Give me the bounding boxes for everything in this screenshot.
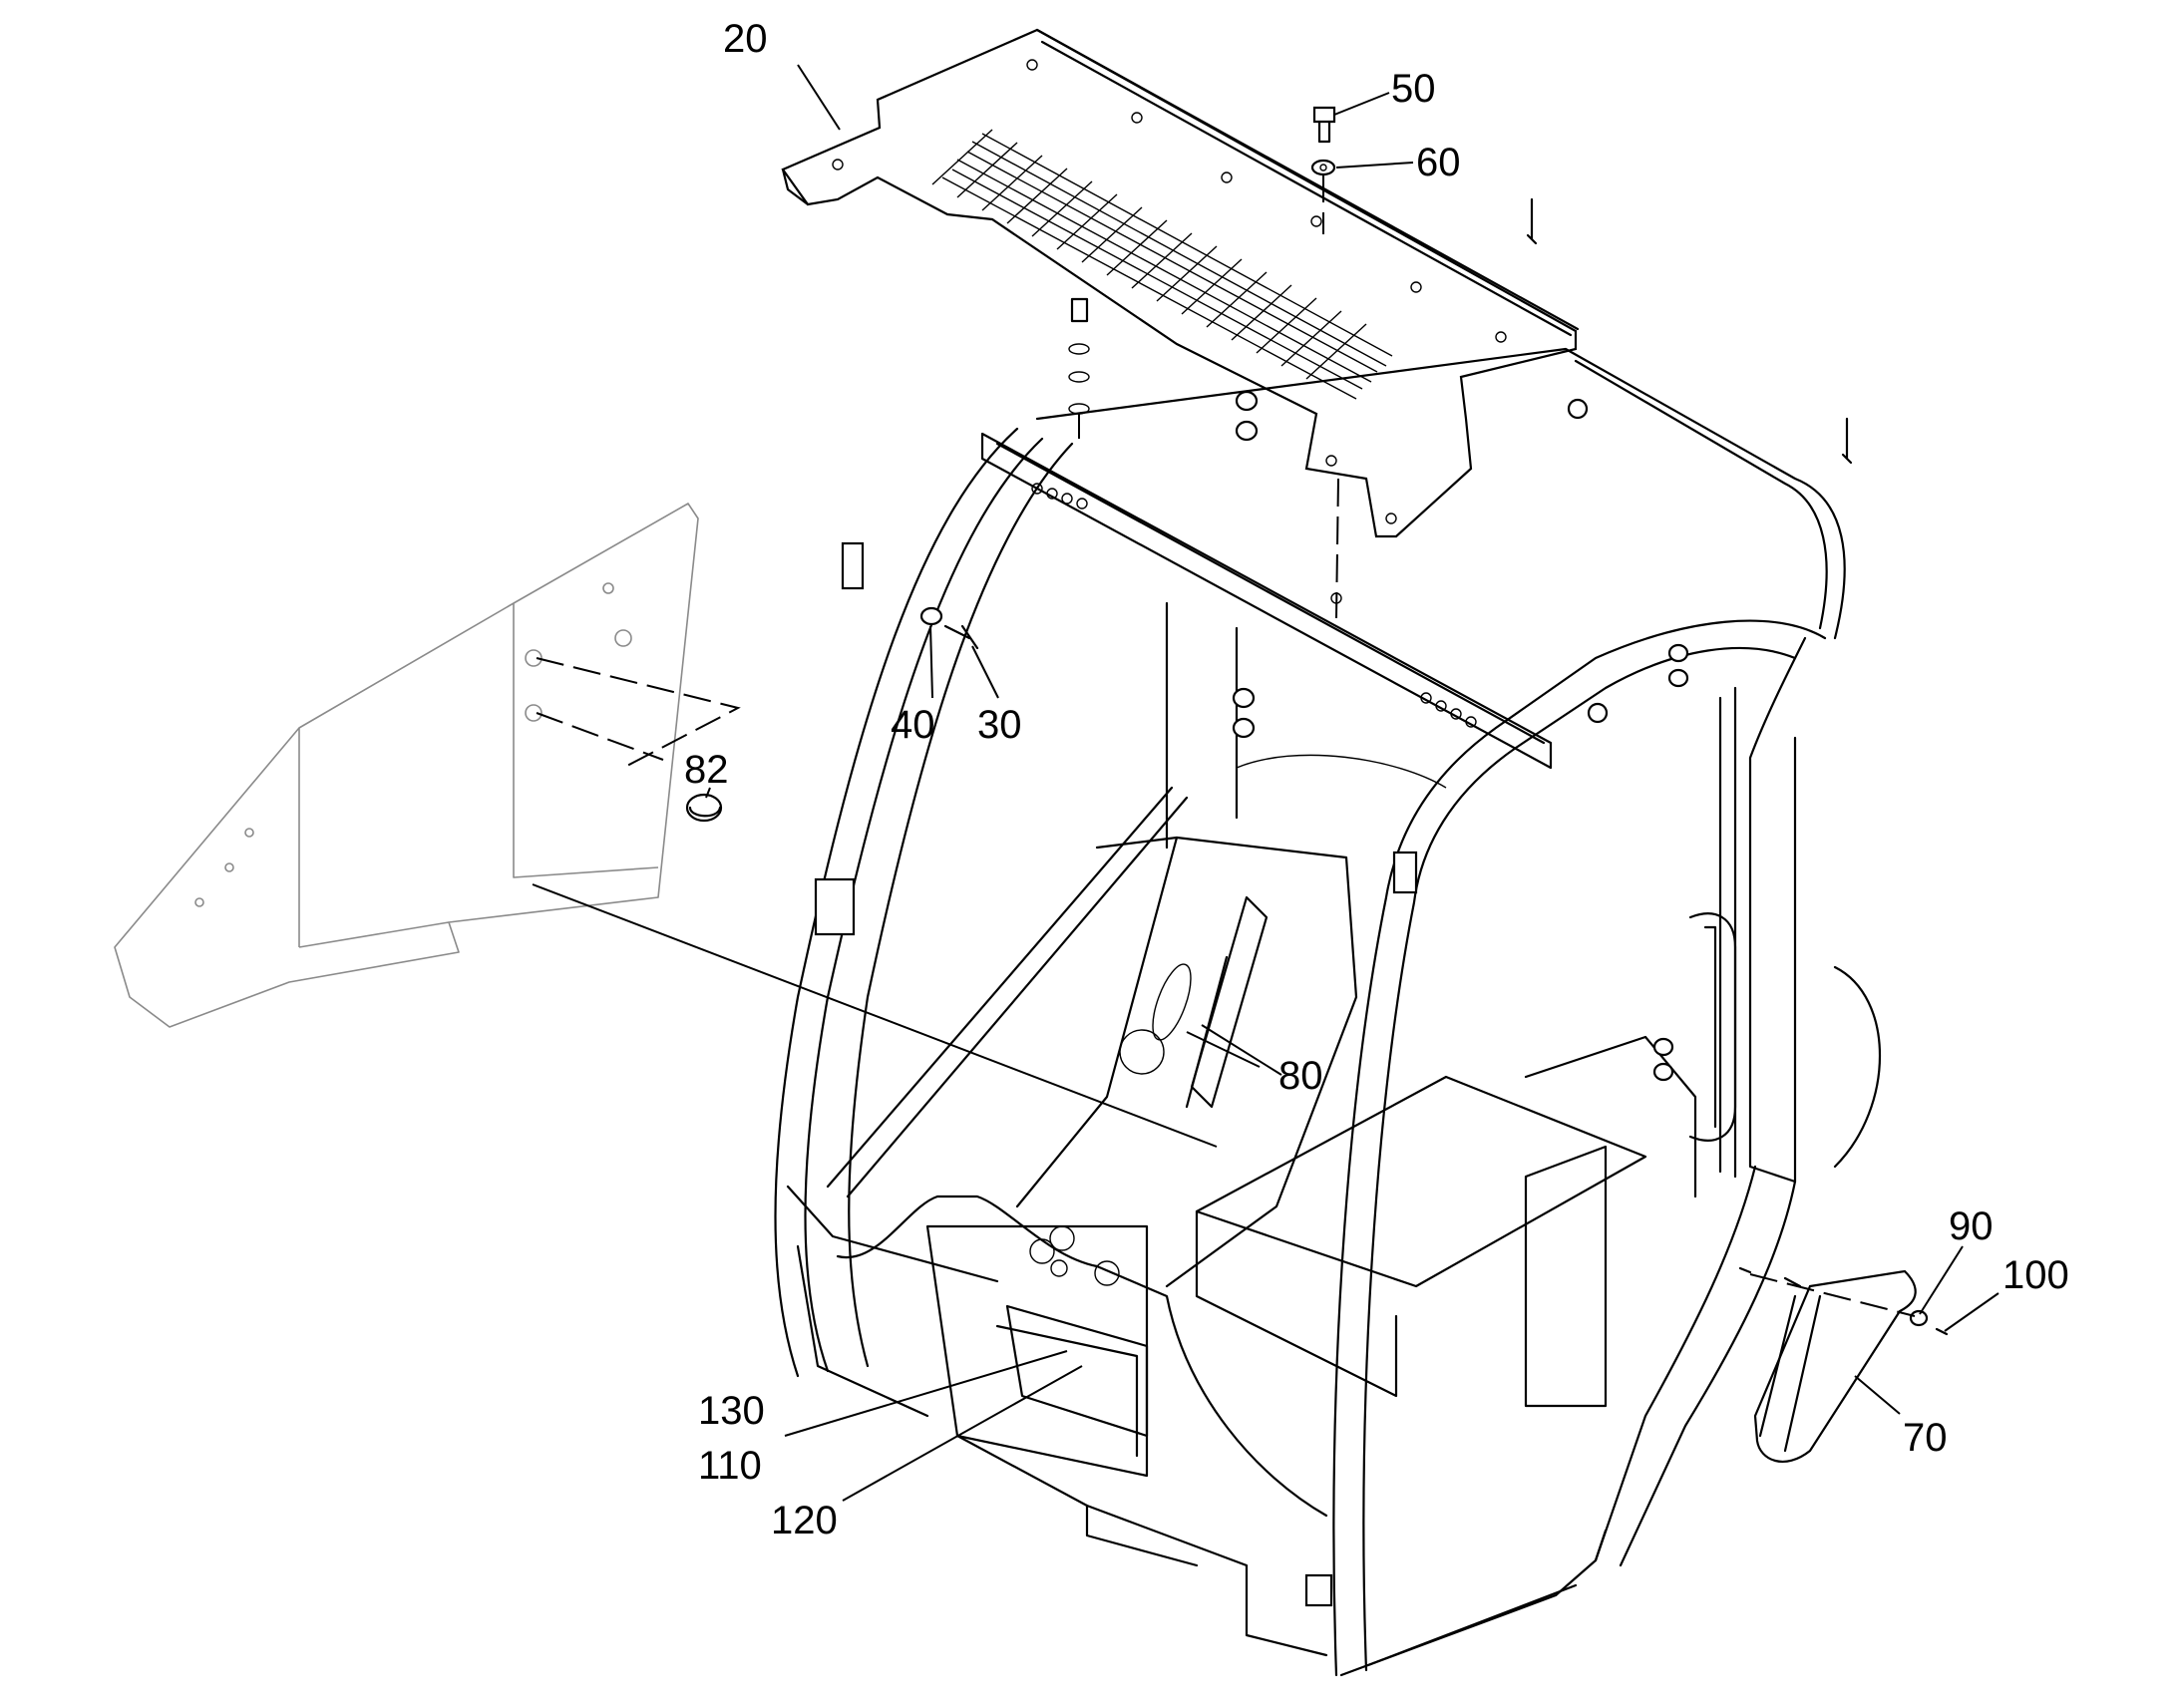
callout-20: 20	[723, 17, 768, 61]
roof-bolt-stack	[1068, 297, 1090, 415]
callout-70: 70	[1903, 1416, 1948, 1460]
ghost-side-panel	[114, 503, 699, 1028]
callout-130: 130	[698, 1389, 765, 1433]
washer-40	[919, 606, 943, 626]
alignment-dashes	[536, 174, 1916, 1317]
callout-50: 50	[1391, 67, 1436, 111]
callout-82: 82	[684, 748, 729, 792]
callout-60: 60	[1416, 141, 1461, 184]
vertical-bolt-right-b	[1841, 417, 1853, 465]
callout-110: 110	[698, 1444, 762, 1488]
bolt-50	[1312, 106, 1336, 144]
callouts: 20 50 60 40 30 82 80 90 100 70 130 110 1…	[684, 17, 2069, 1542]
roof-panel	[781, 28, 1580, 538]
callout-100: 100	[2002, 1253, 2069, 1297]
plug-82	[685, 793, 723, 823]
callout-90: 90	[1949, 1204, 1994, 1248]
side-trim-70	[1753, 1269, 1917, 1463]
roof-vent-slots	[941, 133, 1393, 400]
leader-lines	[532, 64, 1999, 1502]
washer-90-nut-100	[1738, 1266, 1949, 1336]
bolt-30	[943, 624, 979, 650]
callout-80: 80	[1278, 1054, 1323, 1098]
callout-30: 30	[977, 703, 1022, 747]
vertical-bolt-right-a	[1526, 197, 1538, 245]
callout-120: 120	[771, 1499, 838, 1542]
callout-40: 40	[891, 703, 935, 747]
roof-slot-ribs	[931, 129, 1367, 380]
grommets	[1232, 390, 1689, 1082]
washer-60	[1310, 159, 1336, 176]
cab-frame	[774, 347, 1881, 1677]
